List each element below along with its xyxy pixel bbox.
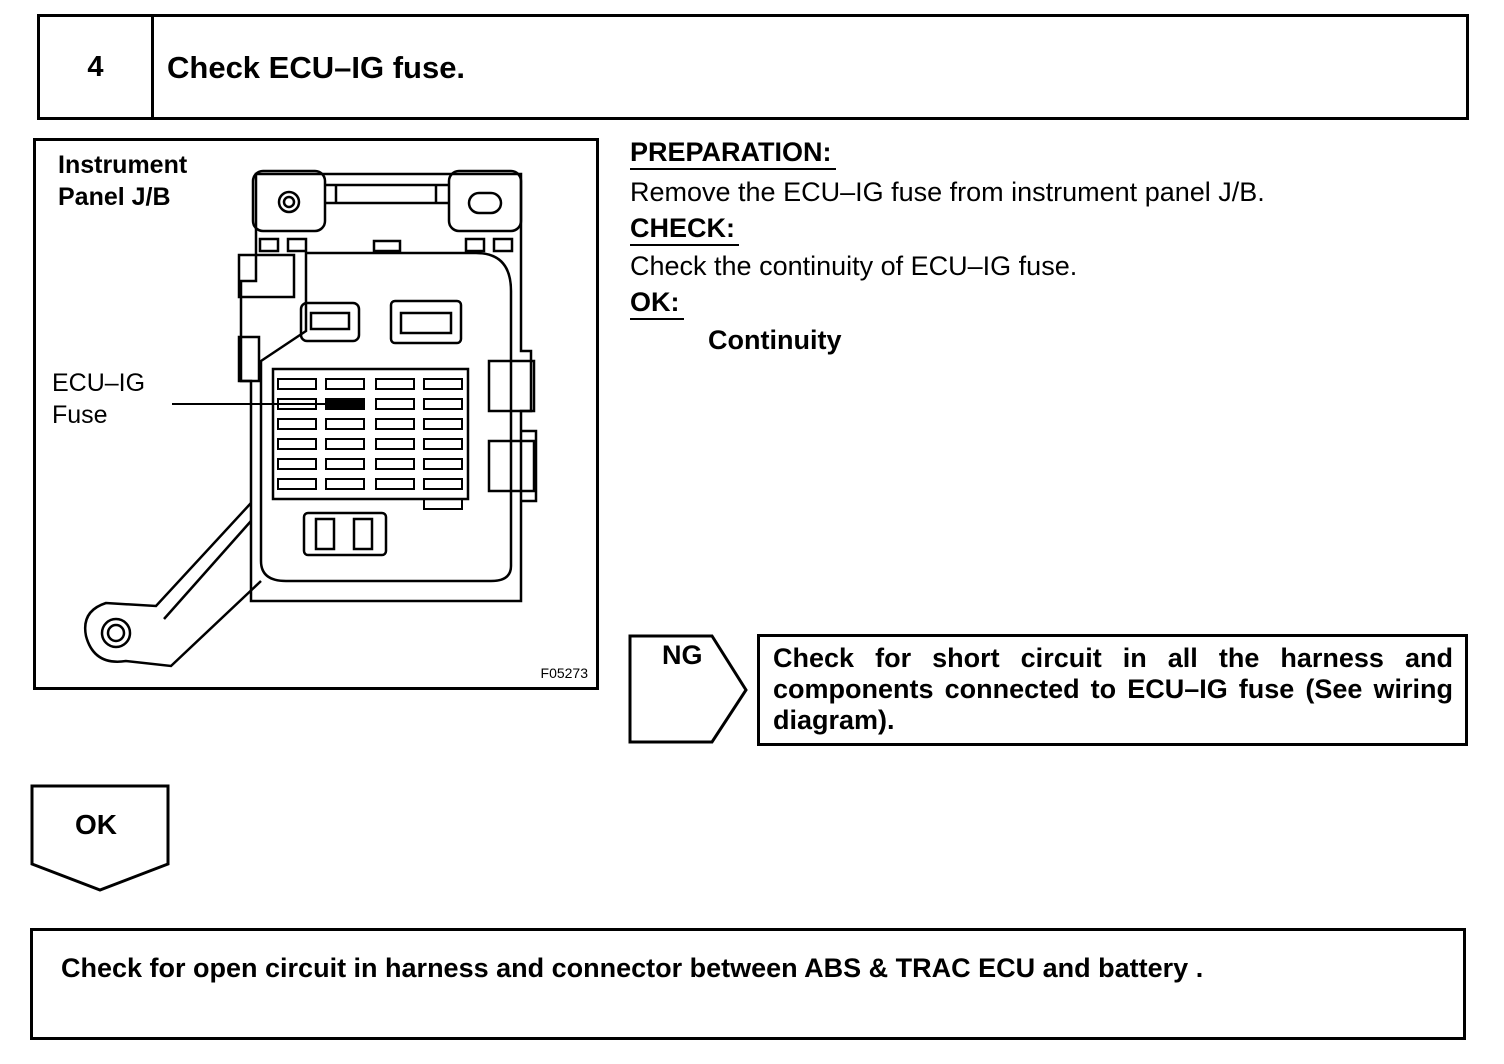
relay-block — [302, 511, 388, 557]
left-mount-hole — [277, 190, 301, 214]
left-mount-tab — [251, 169, 327, 233]
next-step-box: Check for open circuit in harness and co… — [30, 928, 1466, 1040]
check-text: Check the continuity of ECU–IG fuse. — [630, 251, 1078, 281]
next-step-text: Check for open circuit in harness and co… — [61, 953, 1204, 983]
right-mount-tab — [447, 169, 523, 233]
step-number: 4 — [40, 17, 154, 117]
ok-heading: OK: — [630, 286, 684, 320]
preparation-heading: PREPARATION: — [630, 136, 836, 170]
junction-block-drawing — [83, 169, 538, 668]
connector-right — [389, 299, 463, 345]
step-title: Check ECU–IG fuse. — [167, 50, 466, 85]
ng-arrow-icon — [628, 634, 748, 744]
ng-result-text: Check for short circuit in all the harne… — [773, 643, 1453, 735]
instructions: PREPARATION: Remove the ECU–IG fuse from… — [630, 136, 1430, 360]
preparation-text: Remove the ECU–IG fuse from instrument p… — [630, 177, 1265, 207]
ng-label: NG — [662, 640, 703, 670]
fuse-block — [271, 367, 470, 501]
ok-value: Continuity — [708, 325, 842, 355]
connector-left — [299, 301, 361, 343]
mounting-arm — [83, 502, 262, 668]
junction-block-illustration: Instrument Panel J/B ECU–IG Fuse F05273 — [33, 138, 599, 690]
right-side-bracket — [487, 359, 536, 413]
jb-label: Instrument Panel J/B — [58, 151, 188, 211]
check-heading: CHECK: — [630, 212, 739, 246]
ok-arrow-icon — [30, 784, 170, 892]
step-header: 4 Check ECU–IG fuse. — [37, 14, 1469, 120]
left-side-bracket — [237, 253, 296, 299]
right-mount-slot — [467, 191, 503, 215]
jb-housing — [239, 172, 533, 603]
jb-inner-cover — [259, 251, 513, 583]
fuse-label: ECU–IG Fuse — [52, 369, 146, 429]
arm-bolt-hole — [100, 617, 132, 649]
figure-code: F05273 — [540, 665, 588, 681]
ng-result-box: Check for short circuit in all the harne… — [757, 634, 1468, 746]
ok-label: OK — [75, 809, 117, 840]
